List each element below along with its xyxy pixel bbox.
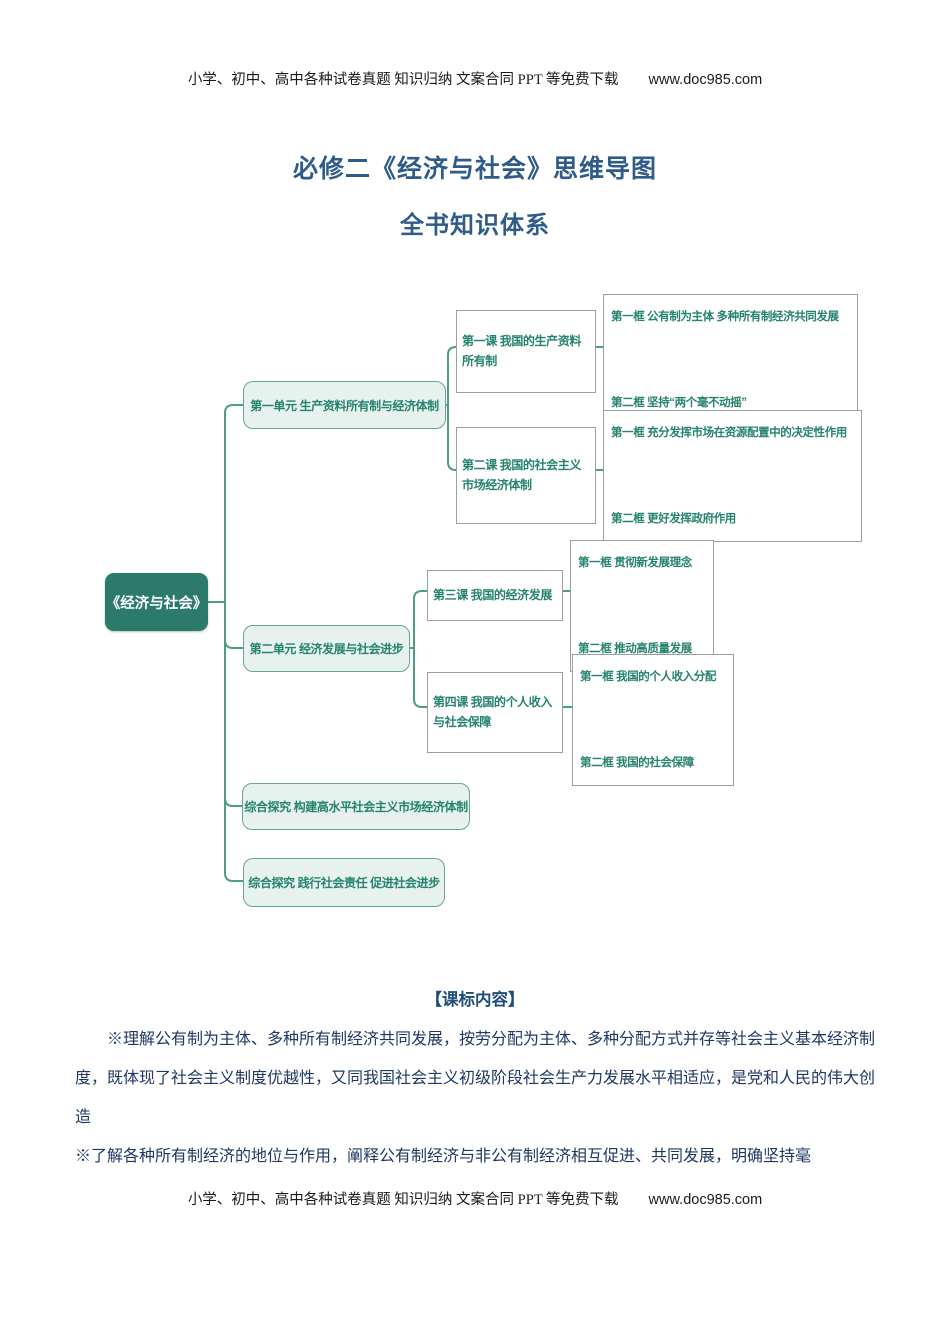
body-text: ※理解公有制为主体、多种所有制经济共同发展，按劳分配为主体、多种分配方式并存等社… [75, 1020, 875, 1176]
paragraph: ※了解各种所有制经济的地位与作用，阐释公有制经济与非公有制经济相互促进、共同发展… [75, 1148, 812, 1165]
frame-line: 第一框 公有制为主体 多种所有制经济共同发展 [611, 311, 839, 323]
page-title: 必修二《经济与社会》思维导图 [292, 156, 657, 183]
node-unit-1: 第一单元 生产资料所有制与经济体制 [243, 381, 446, 429]
frame-line: 第一框 我国的个人收入分配 [580, 671, 716, 683]
frame-line: 第一框 充分发挥市场在资源配置中的决定性作用 [611, 427, 847, 439]
paragraph: ※理解公有制为主体、多种所有制经济共同发展，按劳分配为主体、多种分配方式并存等社… [75, 1031, 876, 1126]
node-frames-lesson2: 第一框 充分发挥市场在资源配置中的决定性作用 第二框 更好发挥政府作用 [603, 410, 862, 542]
section-heading: 【课标内容】 [425, 990, 525, 1009]
page-subtitle: 全书知识体系 [400, 213, 550, 239]
frame-line: 第一框 贯彻新发展理念 [578, 557, 692, 569]
footer-site-url: www.doc985.com [648, 1192, 763, 1208]
frame-line: 第二框 坚持“两个毫不动摇” [611, 396, 747, 409]
header-text: 小学、初中、高中各种试卷真题 知识归纳 文案合同 PPT 等免费下载 [187, 72, 619, 88]
node-lesson-4: 第四课 我国的个人收入与社会保障 [427, 672, 563, 753]
node-lesson-2: 第二课 我国的社会主义市场经济体制 [456, 427, 596, 524]
node-frames-lesson3: 第一框 贯彻新发展理念 第二框 推动高质量发展 [570, 540, 714, 672]
node-lesson-1: 第一课 我国的生产资料所有制 [456, 310, 596, 393]
footer-text: 小学、初中、高中各种试卷真题 知识归纳 文案合同 PPT 等免费下载 [187, 1192, 619, 1208]
page-footer: 小学、初中、高中各种试卷真题 知识归纳 文案合同 PPT 等免费下载 www.do… [0, 1188, 950, 1209]
node-explore-1: 综合探究 构建高水平社会主义市场经济体制 [242, 783, 470, 830]
page-header: 小学、初中、高中各种试卷真题 知识归纳 文案合同 PPT 等免费下载 www.do… [0, 68, 950, 89]
frame-line: 第二框 推动高质量发展 [578, 642, 692, 655]
frame-line: 第二框 我国的社会保障 [580, 756, 694, 769]
node-frames-lesson1: 第一框 公有制为主体 多种所有制经济共同发展 第二框 坚持“两个毫不动摇” [603, 294, 858, 426]
node-unit-2: 第二单元 经济发展与社会进步 [243, 625, 410, 672]
header-site-url: www.doc985.com [648, 72, 763, 88]
node-explore-2: 综合探究 践行社会责任 促进社会进步 [243, 858, 445, 907]
frame-line: 第二框 更好发挥政府作用 [611, 512, 736, 525]
node-lesson-3: 第三课 我国的经济发展 [427, 570, 563, 621]
mindmap-root-node: 《经济与社会》 [105, 573, 208, 631]
node-frames-lesson4: 第一框 我国的个人收入分配 第二框 我国的社会保障 [572, 654, 734, 786]
